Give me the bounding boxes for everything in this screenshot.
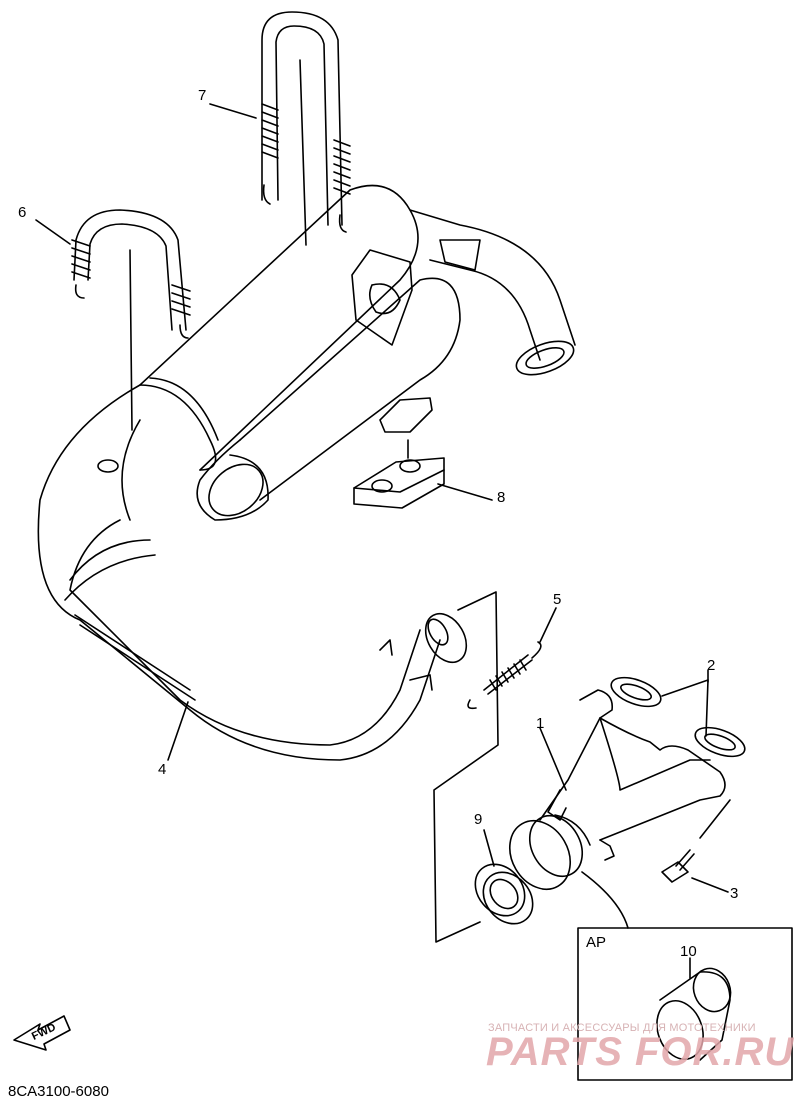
- callout-8: 8: [497, 489, 506, 506]
- muffler-body: [37, 184, 576, 761]
- spring-5: [467, 607, 557, 710]
- callout-4: 4: [158, 761, 167, 778]
- spring-hook-7: [209, 11, 351, 246]
- callout-7: 7: [198, 87, 207, 104]
- watermark-text: ЗАПЧАСТИ И АКСЕССУАРЫ ДЛЯ МОТОТЕХНИКИ: [488, 1022, 756, 1034]
- callout-1: 1: [536, 715, 545, 732]
- diagram-code: 8CA3100-6080: [8, 1083, 109, 1100]
- bolt-3: [661, 799, 731, 893]
- spring-hook-6: [35, 209, 191, 431]
- damper-8: [353, 457, 493, 509]
- callout-6: 6: [18, 204, 27, 221]
- ap-inset-box: [577, 871, 793, 1081]
- inset-label: AP: [586, 934, 607, 951]
- gasket-9: [474, 829, 534, 925]
- gasket-2: [610, 669, 746, 758]
- fwd-arrow: [13, 1015, 71, 1051]
- callout-2: 2: [707, 657, 716, 674]
- callout-9: 9: [474, 811, 483, 828]
- exhaust-pipe-1: [509, 689, 726, 890]
- callout-5: 5: [553, 591, 562, 608]
- callout-10: 10: [680, 943, 697, 960]
- callout-3: 3: [730, 885, 739, 902]
- watermark-logo: PARTS FOR.RU: [486, 1030, 795, 1074]
